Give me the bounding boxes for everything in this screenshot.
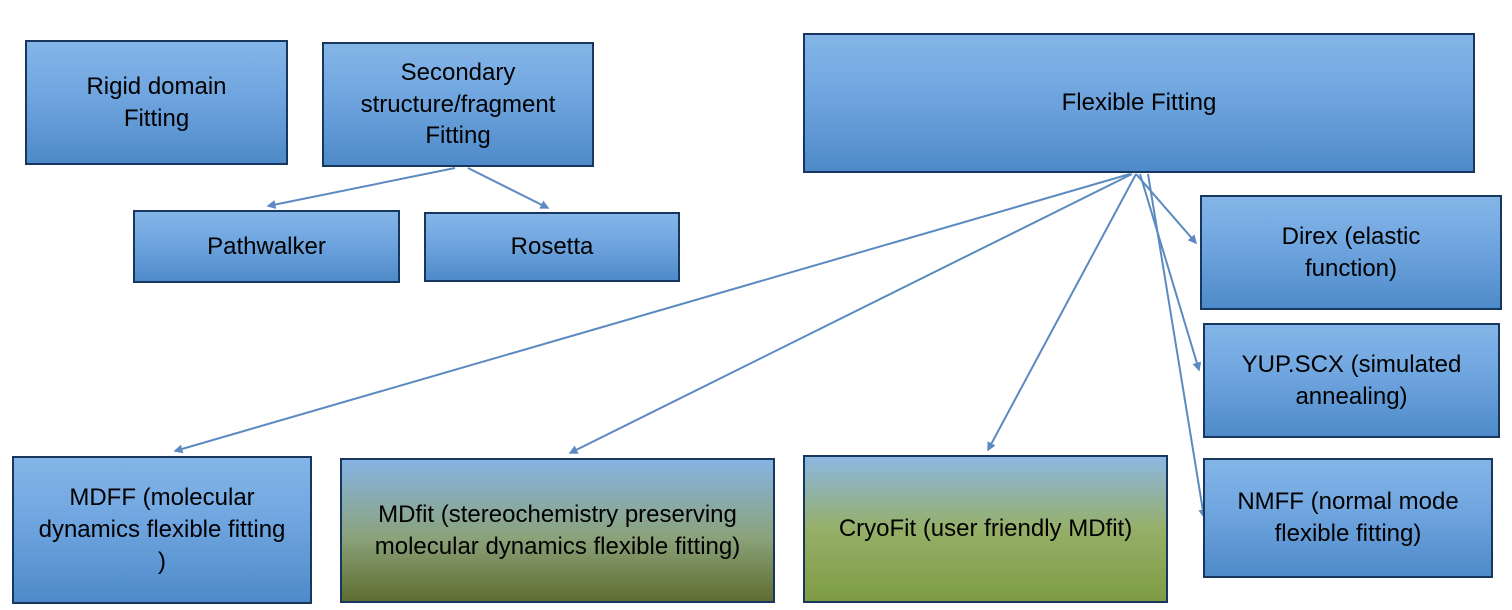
arrow-secondary-to-pathwalker [266,167,456,209]
arrow-flexible-to-direx [1135,173,1197,245]
node-label: MDfit (stereochemistry preserving molecu… [374,500,741,560]
node-direx: Direx (elastic function) [1200,195,1502,310]
node-rigid-domain-fitting: Rigid domain Fitting [25,40,288,165]
node-label: Pathwalker [207,232,326,260]
node-label: Rosetta [510,233,594,261]
arrow-flexible-to-yupscx [1139,173,1202,372]
node-nmff: NMFF (normal mode flexible fitting) [1203,458,1493,578]
arrow-flexible-to-cryofit [987,173,1137,452]
node-label: Flexible Fitting [1061,89,1217,117]
node-rosetta: Rosetta [424,212,680,282]
node-yupscx: YUP.SCX (simulated annealing) [1203,323,1500,438]
arrow-secondary-to-rosetta [467,167,550,209]
node-secondary-structure-fragment-fitting: Secondary structure/fragment Fitting [322,42,594,167]
node-label: YUP.SCX (simulated annealing) [1241,350,1462,410]
node-mdff: MDFF (molecular dynamics flexible fittin… [12,456,312,604]
node-pathwalker: Pathwalker [133,210,400,283]
node-label: Rigid domain Fitting [86,72,227,132]
node-cryofit: CryoFit (user friendly MDfit) [803,455,1168,603]
node-label: Direx (elastic function) [1281,222,1421,282]
node-flexible-fitting: Flexible Fitting [803,33,1475,173]
node-label: Secondary structure/fragment Fitting [360,58,556,150]
node-label: CryoFit (user friendly MDfit) [838,515,1133,543]
node-label: MDFF (molecular dynamics flexible fittin… [38,484,286,575]
node-mdfit: MDfit (stereochemistry preserving molecu… [340,458,775,603]
node-label: NMFF (normal mode flexible fitting) [1237,488,1459,547]
